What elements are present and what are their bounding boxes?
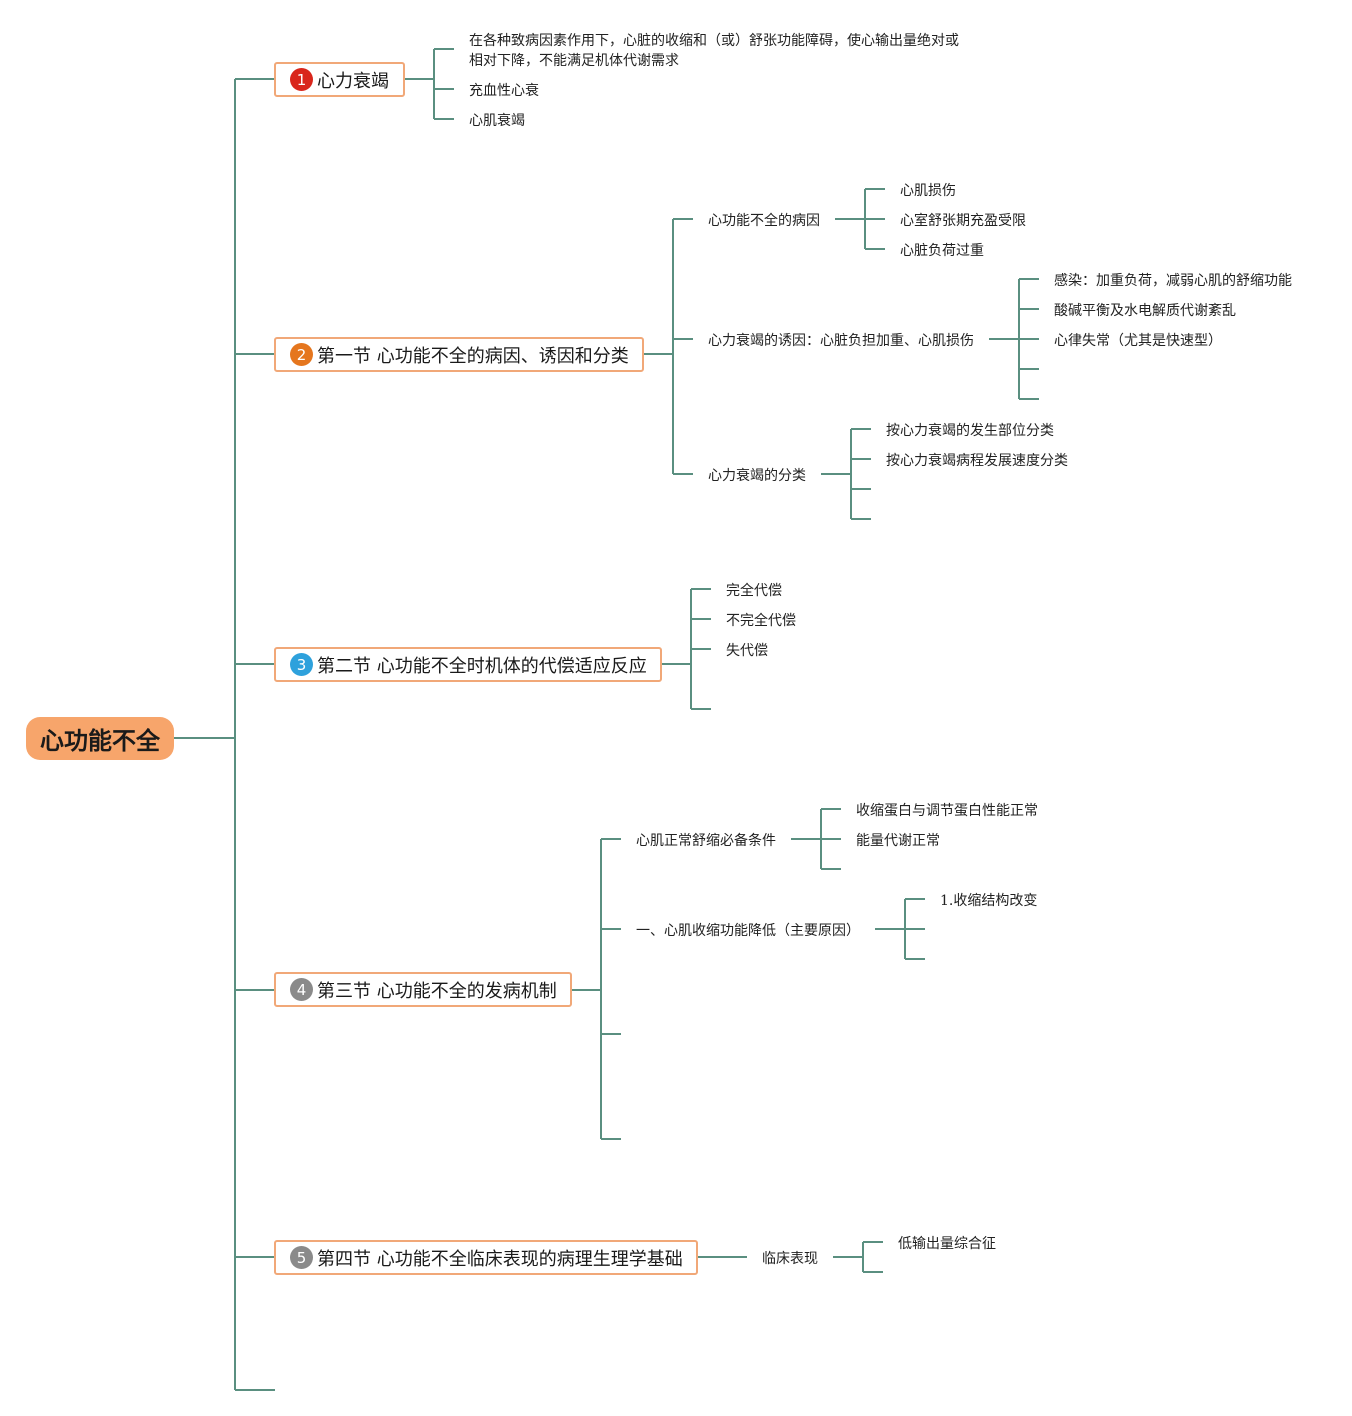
branch-label: 心力衰竭 [317, 70, 389, 92]
branch-label: 第四节 心功能不全临床表现的病理生理学基础 [317, 1248, 683, 1270]
topic-contraction[interactable]: 一、心肌收缩功能降低（主要原因） [636, 923, 860, 939]
topic-class-item[interactable]: 按心力衰竭病程发展速度分类 [886, 453, 1068, 469]
definition-line-2[interactable]: 相对下降，不能满足机体代谢需求 [469, 53, 679, 69]
branch-label: 第一节 心功能不全的病因、诱因和分类 [317, 345, 629, 367]
topic-compensation[interactable]: 失代偿 [726, 643, 768, 659]
root-node[interactable]: 心功能不全 [26, 717, 174, 760]
topic-cause-item[interactable]: 心肌损伤 [900, 183, 956, 199]
definition-line-1[interactable]: 在各种致病因素作用下，心脏的收缩和（或）舒张功能障碍，使心输出量绝对或 [469, 33, 959, 49]
topic-cause-item[interactable]: 心室舒张期充盈受限 [900, 213, 1026, 229]
number-1-icon: 1 [290, 68, 313, 91]
number-5-icon: 5 [290, 1246, 313, 1269]
topic-triggers[interactable]: 心力衰竭的诱因：心脏负担加重、心肌损伤 [708, 333, 974, 349]
number-4-icon: 4 [290, 978, 313, 1001]
topic-classification[interactable]: 心力衰竭的分类 [708, 468, 806, 484]
topic-causes[interactable]: 心功能不全的病因 [708, 213, 820, 229]
branch-label: 第二节 心功能不全时机体的代偿适应反应 [317, 655, 647, 677]
branch-section-1[interactable]: 2 第一节 心功能不全的病因、诱因和分类 [274, 337, 644, 372]
topic-conditions[interactable]: 心肌正常舒缩必备条件 [636, 833, 776, 849]
topic-trigger-item[interactable]: 酸碱平衡及水电解质代谢紊乱 [1054, 303, 1236, 319]
branch-section-3[interactable]: 4 第三节 心功能不全的发病机制 [274, 972, 572, 1007]
topic-myocardial-failure[interactable]: 心肌衰竭 [469, 113, 525, 129]
topic-cause-item[interactable]: 心脏负荷过重 [900, 243, 984, 259]
number-3-icon: 3 [290, 653, 313, 676]
branch-heart-failure[interactable]: 1 心力衰竭 [274, 62, 405, 97]
topic-contraction-item[interactable]: 1.收缩结构改变 [940, 893, 1038, 909]
topic-class-item[interactable]: 按心力衰竭的发生部位分类 [886, 423, 1054, 439]
topic-congestive[interactable]: 充血性心衰 [469, 83, 539, 99]
number-2-icon: 2 [290, 343, 313, 366]
topic-compensation[interactable]: 完全代偿 [726, 583, 782, 599]
topic-condition-item[interactable]: 能量代谢正常 [856, 833, 940, 849]
topic-condition-item[interactable]: 收缩蛋白与调节蛋白性能正常 [856, 803, 1038, 819]
topic-trigger-item[interactable]: 心律失常（尤其是快速型） [1054, 333, 1222, 349]
branch-label: 第三节 心功能不全的发病机制 [317, 980, 557, 1002]
topic-trigger-item[interactable]: 感染：加重负荷，减弱心肌的舒缩功能 [1054, 273, 1292, 289]
branch-section-2[interactable]: 3 第二节 心功能不全时机体的代偿适应反应 [274, 647, 662, 682]
topic-clinical-item[interactable]: 低输出量综合征 [898, 1236, 996, 1252]
topic-compensation[interactable]: 不完全代偿 [726, 613, 796, 629]
topic-clinical[interactable]: 临床表现 [762, 1251, 818, 1267]
branch-section-4[interactable]: 5 第四节 心功能不全临床表现的病理生理学基础 [274, 1240, 698, 1275]
